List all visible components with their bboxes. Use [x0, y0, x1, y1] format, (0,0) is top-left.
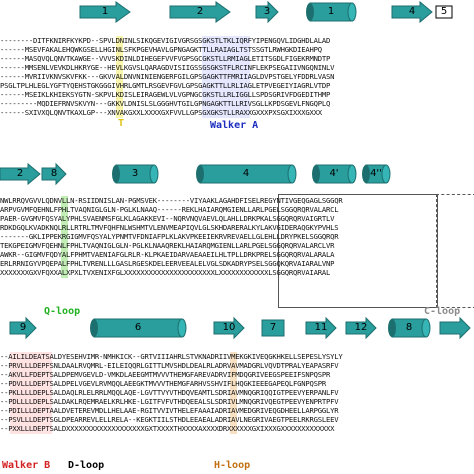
h-loop-highlight	[230, 352, 237, 434]
helix-cylinder-4: 4	[196, 164, 297, 184]
sequence-row: --AKVLLFDEPTSALDPEMVGEVLD-VMKDLAEEGMTMVV…	[0, 370, 331, 379]
c-loop-label: C-loop	[424, 306, 461, 317]
sequence-row: ---------MQDIEFRNVSKVYN---GKKVLDNISLSLGG…	[0, 99, 331, 108]
helix-cylinder-7: 7	[261, 318, 285, 338]
sequence-row: --PDVLLLDEPTSALDPELVGEVLRVMQQLAEEGKTMVVV…	[0, 379, 327, 388]
sequence-row: ------MSEVFAKALEHQWKGSELLHGINLSFKPGEVHAV…	[0, 45, 322, 54]
sequence-row: ------MMSENLVEVKDLHKRYGE--HEVLKGVSLQARAG…	[0, 63, 335, 72]
strand-arrow-12: 12	[345, 316, 377, 340]
sequence-row: ------SXIVXQLQNVTKAXLGP---XNVAKGXXLXXXXG…	[0, 108, 322, 117]
walker-a-label: Walker A	[210, 120, 259, 131]
sequence-row: --PDLLLLDEPLSALDAKLRQEMRAELKRLHKE-LGITFV…	[0, 397, 339, 406]
walker-b-highlight	[10, 352, 52, 434]
helix-cylinder-3: 3	[112, 164, 159, 184]
sequence-row: PAER-GVGMVFQSYALYPHLSVAENMSFGLKLAGAKKEVI…	[0, 214, 335, 223]
d-loop-label: D-loop	[68, 460, 105, 471]
q-loop-highlight	[61, 196, 68, 278]
strand-arrow-9: 9	[9, 316, 37, 340]
sequence-row: TEKGPEIGMVFQEHNLFPHLTVAQNIGLGLN-PGLKLNAA…	[0, 241, 335, 250]
helix-cylinder-6: 6	[90, 318, 187, 338]
sequence-row: XXXXXXXGXVFQXXALXPXLTVXENIXFGLXXXXXXXXXX…	[0, 268, 331, 277]
strand-arrow-8: 8	[41, 162, 67, 186]
sequence-row: AWKR--GIGMVFQDYALFPHMTVAENIAFGLRLR-KLPKA…	[0, 250, 335, 259]
sequence-row: --PSVLLLDEPTSGLDPEARREVLELLRELA--KEGKTII…	[0, 415, 339, 424]
sequence-row: ------MASQVQLQNVTKAWGE--VVVSKDINLDIHEGEF…	[0, 54, 331, 63]
walker-b-label: Walker B	[2, 460, 51, 471]
h-loop-label: H-loop	[214, 460, 251, 471]
strand-arrow-4: 4	[391, 0, 433, 24]
sequence-row: ARPVGVMFQEHNLFPHLTVAQNIGLGLN-PGLKLNAAQ--…	[0, 205, 339, 214]
strand-arrow-11: 11	[305, 316, 337, 340]
helix-cylinder-8: 8	[388, 318, 431, 338]
conserved-column-highlight	[116, 36, 123, 118]
sequence-row: NWLRRQVGVVLQDNVLLN-RSIIDNISLAN-PGMSVEK--…	[0, 196, 343, 205]
sequence-row: PSGLTPLHLEGLYGFTYQEHSTGKGGGIVHRLGMTLRSGE…	[0, 81, 331, 90]
strand-arrow-1: 1	[79, 1, 131, 23]
sequence-row: -------GKLIPPEKRGIGMVFQSYALYPNMTVFDNIAFP…	[0, 232, 339, 241]
sequence-row: ERLRRNIGYVPQEPALFPHLTVRENLLLGASLRGESKDEL…	[0, 259, 335, 268]
sequence-row: --AILILDEATSALDYESEHVIMR-NMHKICK--GRTVII…	[0, 352, 343, 361]
sequence-row: RDKDGQLKVADKNQLRLLRTRLTMVFQHFNLWSHMTVLEN…	[0, 223, 339, 232]
sequence-row: --PRVLLLDEPFSNLDAALRVQMRL-EILEIQQRLGITTL…	[0, 361, 339, 370]
helix-cylinder-4double: 4''	[362, 164, 391, 184]
sequence-row: --PXXLLLDEPTSALDXXXXXXXXXXXXXXXXXXXGXTXX…	[0, 424, 335, 433]
sequence-row: --PDILLLDEPTAALDVETEREVMDLLHELAAE-RGITVV…	[0, 406, 339, 415]
helix-cylinder-4prime: 4'	[312, 164, 357, 184]
c-loop-box	[436, 194, 474, 308]
q-marker: T	[118, 118, 125, 129]
strand-arrow-5: 5	[435, 2, 453, 22]
sequence-row: --PKLLLLDEPLSALDAQLRLELRRLMQQLAQE-LGVTTV…	[0, 388, 339, 397]
sequence-row: ------MSEIKLKHIEKSYGTN-SKPVLKDISLEIRAGEW…	[0, 90, 331, 99]
strand-arrow-3: 3	[255, 0, 279, 24]
helix-cylinder-1: 1	[306, 2, 357, 22]
walker-a-highlight	[202, 36, 250, 118]
sequence-row: ------MVRIIVKNVSKVFKK---GKVVALDNVNINIENG…	[0, 72, 335, 81]
strand-arrow-2b: 2	[0, 162, 41, 186]
signature-motif-box	[278, 194, 438, 308]
sequence-row: --------DITFKNIRFKYKPD--SPVLDNINLSIKQGEV…	[0, 36, 331, 45]
strand-arrow-2: 2	[169, 1, 231, 23]
strand-arrow-13	[439, 316, 471, 340]
q-loop-label: Q-loop	[44, 306, 81, 317]
strand-arrow-10: 10	[213, 316, 245, 340]
